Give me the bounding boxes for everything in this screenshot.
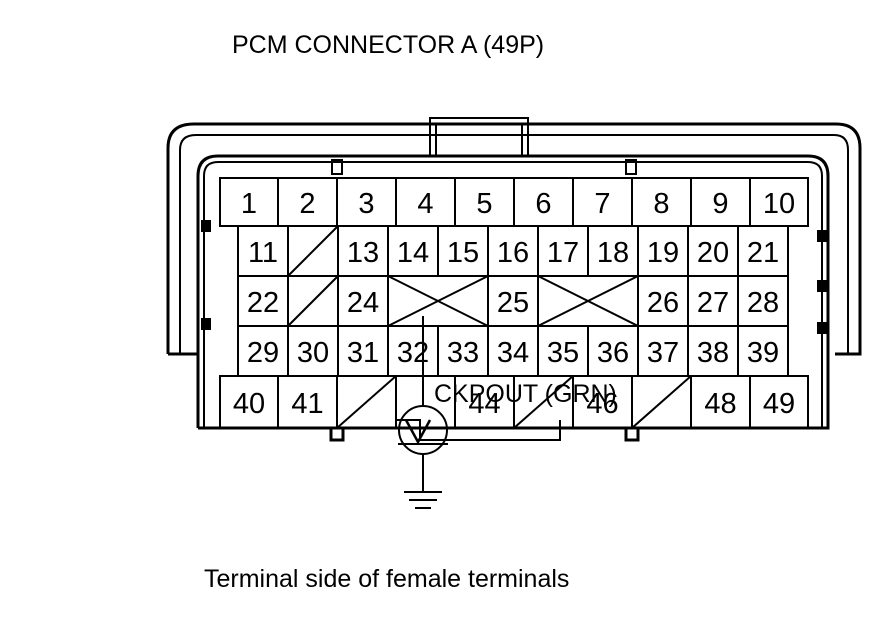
terminal-number: 7 [594,188,610,220]
terminal-number: 3 [358,188,374,220]
unused-terminal-slash [631,375,692,429]
unused-terminal-slash [513,375,574,429]
voltmeter-icon [398,419,448,445]
terminal-number: 1 [241,188,257,220]
terminal-number: 29 [247,337,279,369]
terminal-number: 25 [497,287,529,319]
terminal-number: 28 [747,287,779,319]
terminal-number: 14 [397,237,429,269]
terminal-number: 4 [417,188,433,220]
diagram-caption: Terminal side of female terminals [204,565,569,593]
terminal-number: 20 [697,237,729,269]
blocked-terminal-cross [537,275,639,327]
terminal-number: 33 [447,337,479,369]
terminal-number: 41 [291,388,323,420]
terminal-number: 44 [468,388,500,420]
terminal-number: 16 [497,237,529,269]
terminal-number: 22 [247,287,279,319]
terminal-number: 31 [347,337,379,369]
unused-terminal-slash [336,375,397,429]
terminal-number: 15 [447,237,479,269]
terminal-number: 38 [697,337,729,369]
terminal-number: 34 [497,337,529,369]
probe-circuit [398,316,448,509]
diagram-title: PCM CONNECTOR A (49P) [232,31,544,59]
side-markers [201,220,827,334]
blocked-terminal-cross [387,275,489,327]
terminal-number: 21 [747,237,779,269]
terminal-number: 27 [697,287,729,319]
terminal-number: 6 [535,188,551,220]
terminal-number: 26 [647,287,679,319]
terminal-number: 46 [586,388,618,420]
unused-terminal-slash [287,275,339,327]
terminal-number: 30 [297,337,329,369]
terminal-number: 9 [712,188,728,220]
terminal-number: 24 [347,287,379,319]
terminal-number: 48 [704,388,736,420]
terminal-number: 36 [597,337,629,369]
terminal-grid [219,177,809,429]
terminal-cell [749,375,809,429]
terminal-number: 13 [347,237,379,269]
terminal-number: 35 [547,337,579,369]
connector-housing [166,122,862,430]
terminal-number: 10 [763,188,795,220]
terminal-number: 17 [547,237,579,269]
terminal-number: 37 [647,337,679,369]
probe-label: CKPOUT (GRN) [434,380,617,408]
terminal-number: 40 [233,388,265,420]
terminal-number: 2 [299,188,315,220]
terminal-number: 49 [763,388,795,420]
terminal-number: 8 [653,188,669,220]
terminal-number: 5 [476,188,492,220]
unused-terminal-slash [287,225,339,277]
terminal-number: 32 [397,337,429,369]
terminal-number: 11 [248,237,278,269]
terminal-number: 19 [647,237,679,269]
terminal-number: 18 [597,237,629,269]
terminal-number: 39 [747,337,779,369]
